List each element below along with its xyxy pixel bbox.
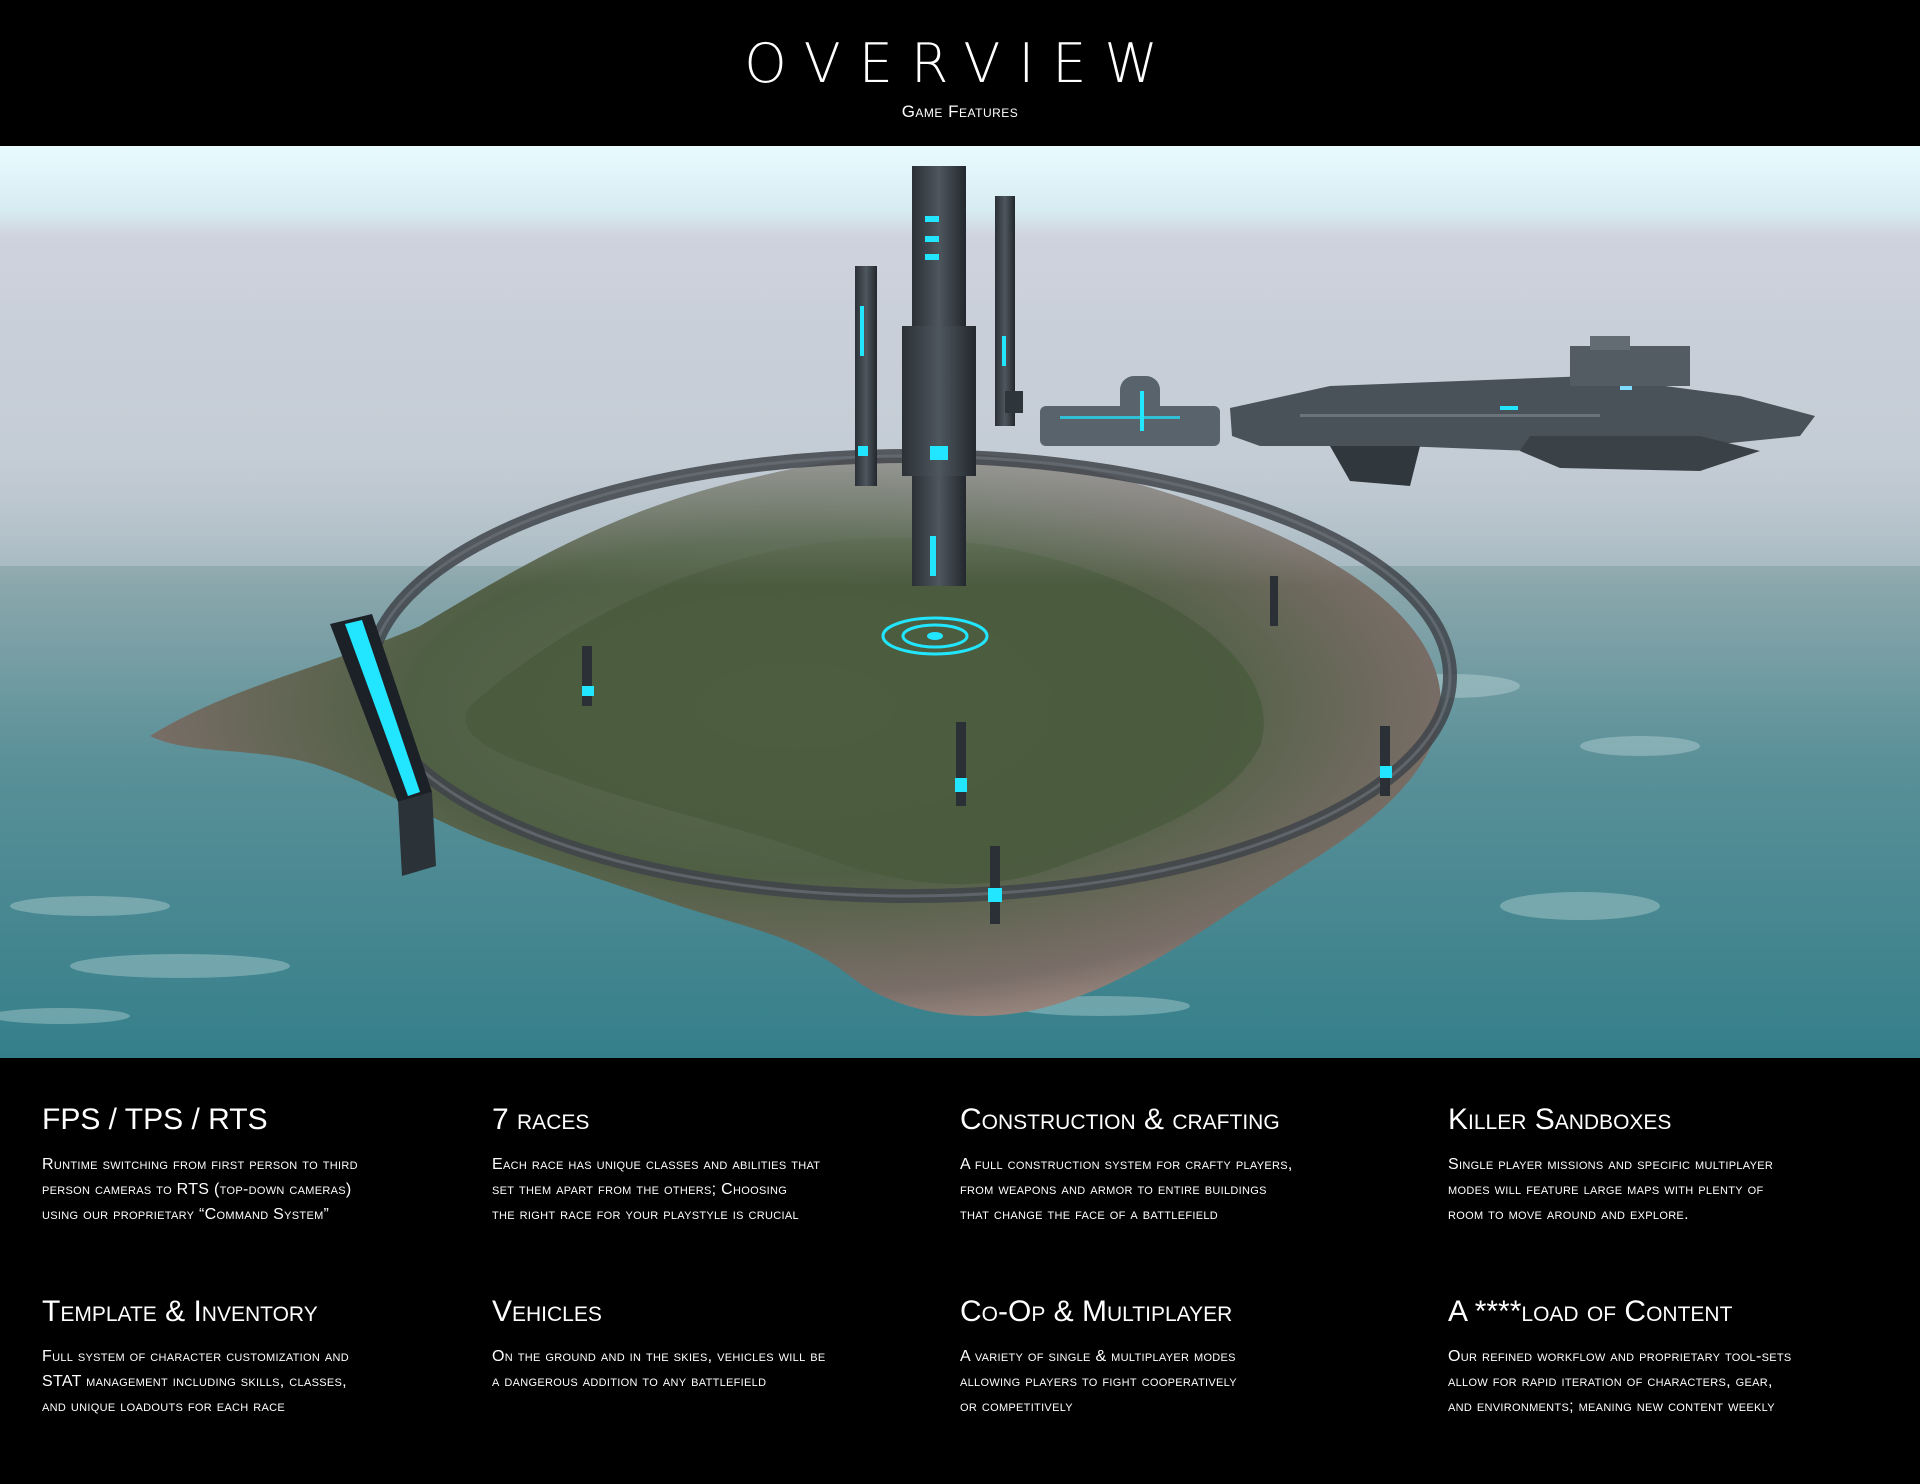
feature-title: A ****load of Content	[1448, 1295, 1733, 1328]
feature-line: person cameras to RTS (top-down cameras)	[42, 1181, 352, 1198]
island-scene-image	[0, 146, 1920, 1058]
feature-coop-multiplayer: Co-Op & Multiplayer A variety of single …	[960, 1294, 1400, 1419]
feature-title: Construction & crafting	[960, 1103, 1280, 1136]
feature-7-races: 7 races Each race has unique classes and…	[492, 1102, 932, 1227]
feature-line: from weapons and armor to entire buildin…	[960, 1181, 1267, 1198]
feature-title: FPS / TPS / RTS	[42, 1103, 268, 1136]
feature-description: A full construction system for crafty pl…	[960, 1152, 1400, 1227]
battleship	[1230, 336, 1815, 486]
feature-title: 7 races	[492, 1103, 590, 1136]
feature-line: Runtime switching from first person to t…	[42, 1156, 358, 1173]
feature-description: Full system of character customization a…	[42, 1344, 482, 1419]
feature-killer-sandboxes: Killer Sandboxes Single player missions …	[1448, 1102, 1888, 1227]
feature-line: that change the face of a battlefield	[960, 1206, 1219, 1223]
feature-content: A ****load of Content Our refined workfl…	[1448, 1294, 1888, 1419]
feature-line: allow for rapid iteration of characters,…	[1448, 1373, 1773, 1390]
feature-title: Vehicles	[492, 1295, 602, 1328]
feature-line: the right race for your playstyle is cru…	[492, 1206, 799, 1223]
feature-line: set them apart from the others; Choosing	[492, 1181, 788, 1198]
game-screenshot	[0, 146, 1920, 1058]
features-section: FPS / TPS / RTS Runtime switching from f…	[0, 1058, 1920, 1484]
header: OVERVIEW Game Features	[0, 0, 1920, 146]
feature-description: Our refined workflow and proprietary too…	[1448, 1344, 1888, 1419]
page-title: OVERVIEW	[744, 32, 1176, 95]
feature-vehicles: Vehicles On the ground and in the skies,…	[492, 1294, 932, 1394]
feature-title: Co-Op & Multiplayer	[960, 1295, 1233, 1328]
feature-line: Single player missions and specific mult…	[1448, 1156, 1774, 1173]
feature-line: STAT management including skills, classe…	[42, 1373, 347, 1390]
feature-line: Full system of character customization a…	[42, 1348, 349, 1365]
page-subtitle: Game Features	[901, 102, 1019, 121]
feature-description: Runtime switching from first person to t…	[42, 1152, 482, 1227]
feature-line: On the ground and in the skies, vehicles…	[492, 1348, 826, 1365]
feature-line: modes will feature large maps with plent…	[1448, 1181, 1764, 1198]
feature-line: A full construction system for crafty pl…	[960, 1156, 1293, 1173]
feature-line: Our refined workflow and proprietary too…	[1448, 1348, 1792, 1365]
feature-description: Each race has unique classes and abiliti…	[492, 1152, 932, 1227]
feature-line: A variety of single & multiplayer modes	[960, 1348, 1236, 1365]
feature-line: a dangerous addition to any battlefield	[492, 1373, 767, 1390]
feature-line: Each race has unique classes and abiliti…	[492, 1156, 821, 1173]
feature-line: allowing players to fight cooperatively	[960, 1373, 1237, 1390]
feature-line: room to move around and explore.	[1448, 1206, 1689, 1223]
spire-tower	[855, 166, 1023, 586]
feature-description: A variety of single & multiplayer modes a…	[960, 1344, 1400, 1419]
feature-template-inventory: Template & Inventory Full system of char…	[42, 1294, 482, 1419]
feature-construction-crafting: Construction & crafting A full construct…	[960, 1102, 1400, 1227]
feature-line: and unique loadouts for each race	[42, 1398, 285, 1415]
feature-line: using our proprietary “Command System”	[42, 1206, 330, 1223]
feature-line: and environments; meaning new content we…	[1448, 1398, 1775, 1415]
feature-description: On the ground and in the skies, vehicles…	[492, 1344, 932, 1394]
feature-title: Killer Sandboxes	[1448, 1103, 1672, 1136]
feature-description: Single player missions and specific mult…	[1448, 1152, 1888, 1227]
feature-title: Template & Inventory	[42, 1295, 318, 1328]
feature-fps-tps-rts: FPS / TPS / RTS Runtime switching from f…	[42, 1102, 482, 1227]
feature-line: or competitively	[960, 1398, 1073, 1415]
